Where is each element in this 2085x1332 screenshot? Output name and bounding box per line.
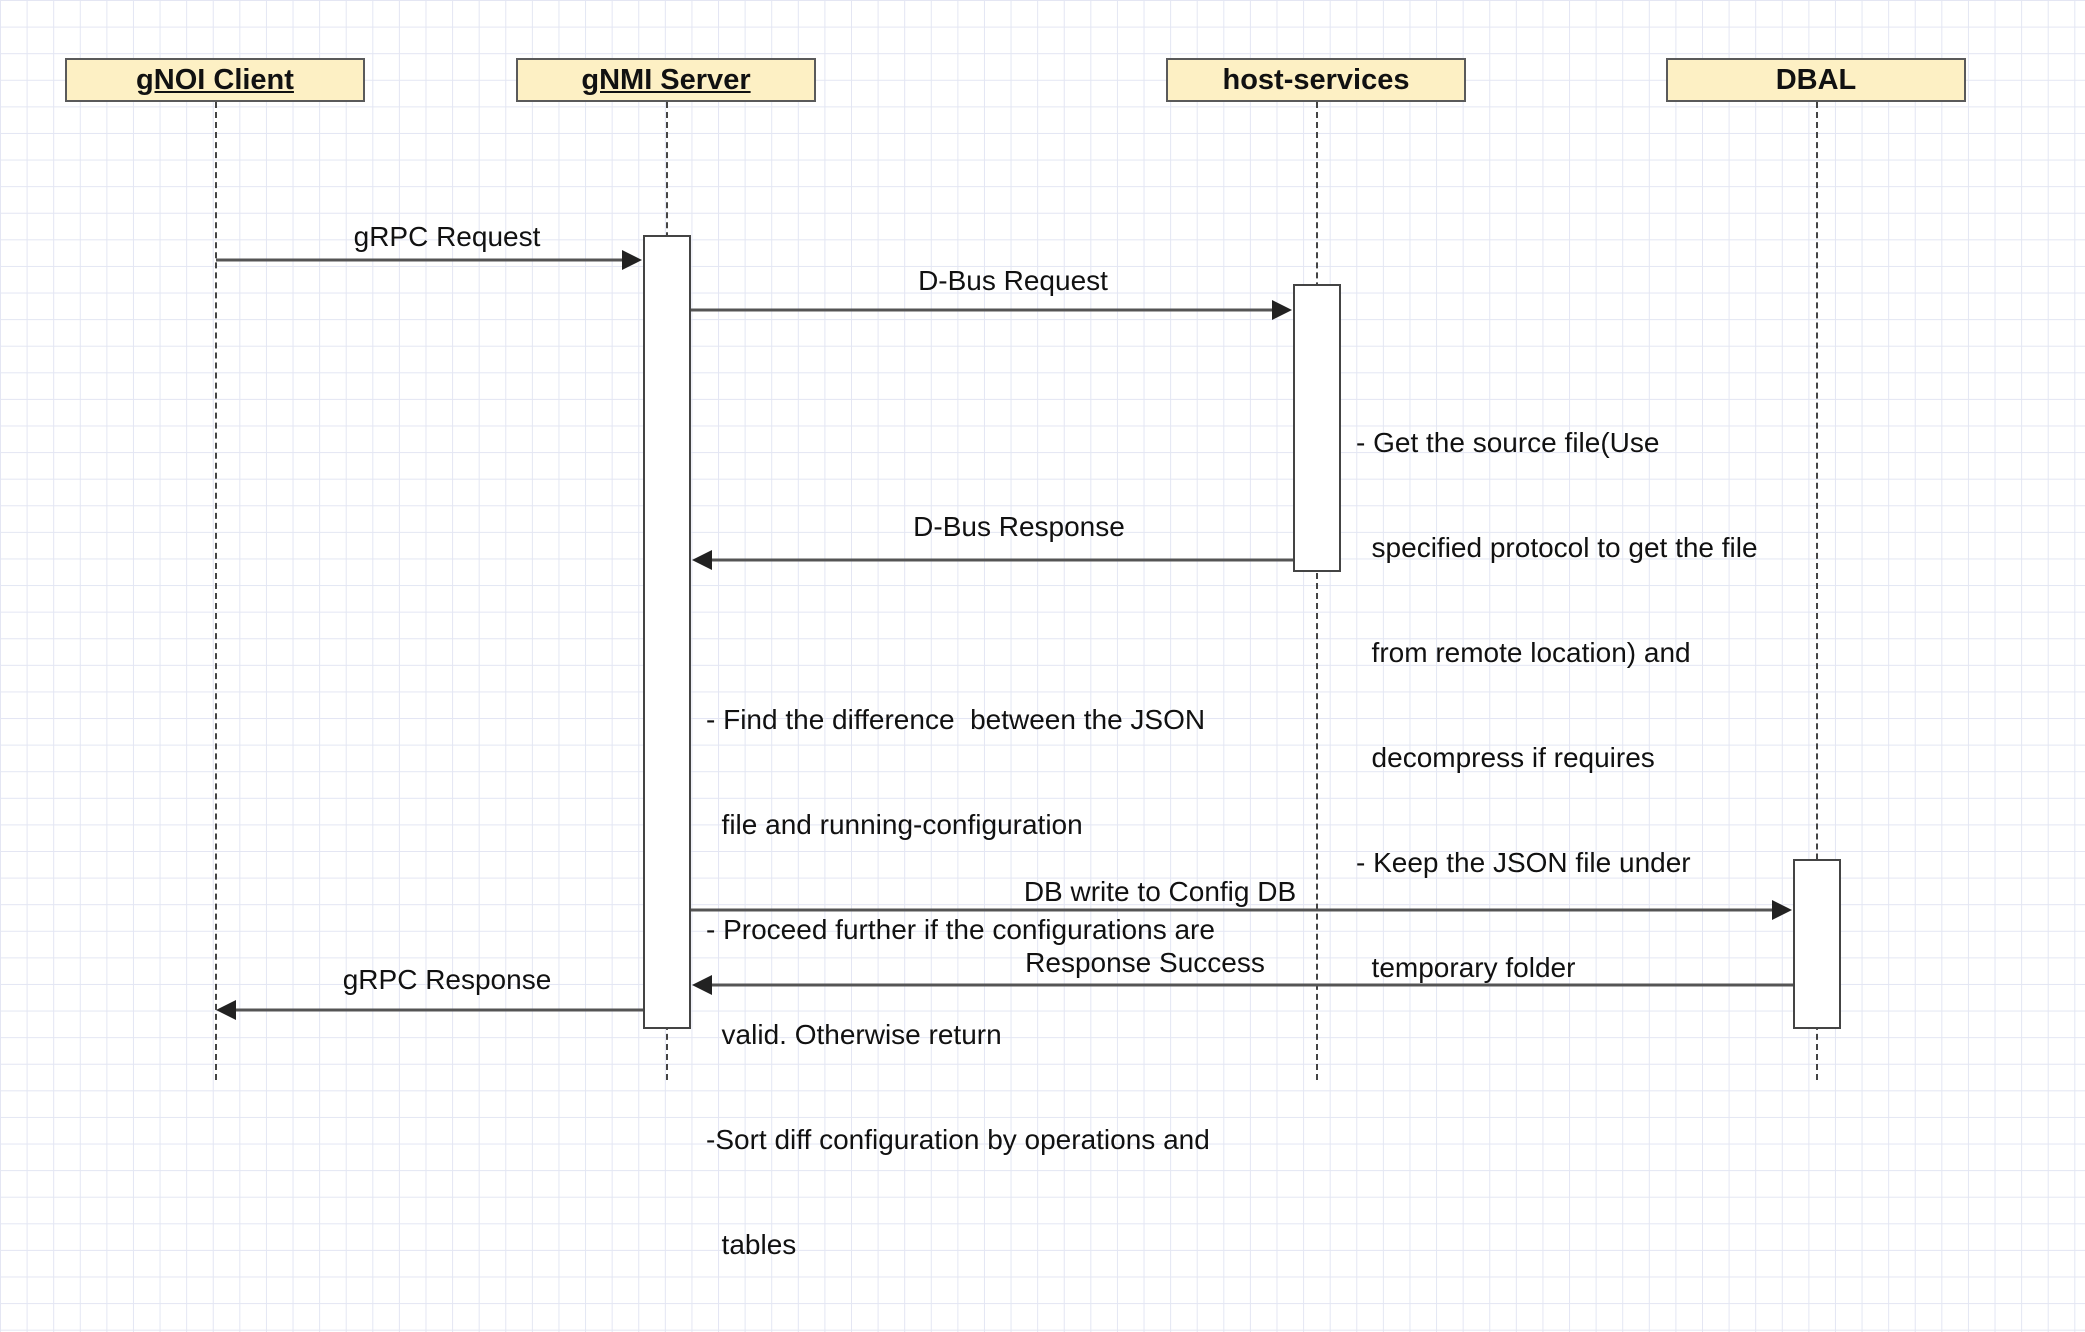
note-line: -Sort diff configuration by operations a… [706,1124,1210,1155]
note-line: valid. Otherwise return [706,1019,1002,1050]
note-line: - Proceed further if the configurations … [706,914,1215,945]
participant-label: host-services [1222,63,1410,96]
participant-label: gNOI Client [136,63,294,96]
lifeline-host-services [1316,102,1318,1080]
note-line: temporary folder [1356,952,1576,983]
participant-label: gNMI Server [581,63,751,96]
activation-host-services [1293,284,1341,572]
note-line: from remote location) and [1356,637,1691,668]
note-gnmi-server: - Find the difference between the JSON f… [706,632,1215,1332]
arrow-grpc-request [216,250,642,270]
message-label-dbus-request: D-Bus Request [918,265,1108,296]
note-line: decompress if requires [1356,742,1655,773]
arrow-db-write [691,900,1792,920]
arrow-response-success [692,975,1793,995]
participant-dbal: DBAL [1666,58,1966,102]
arrow-dbus-response [692,550,1293,570]
message-label-grpc-response: gRPC Response [342,964,552,995]
message-arrows [216,250,1793,1020]
lifeline-dbal [1816,102,1818,1080]
sequence-diagram: gNOI Client gNMI Server host-services DB… [65,58,1966,1260]
participant-gnmi-server: gNMI Server [516,58,816,102]
note-line: - Find the difference between the JSON [706,704,1206,735]
activation-dbal [1793,859,1841,1029]
note-line: - Get the source file(Use [1356,427,1660,458]
activation-gnmi-server [643,235,691,1029]
note-line: - Keep the JSON file under [1356,847,1691,878]
message-label-response-success: Response Success [1025,947,1265,978]
message-label-dbus-response: D-Bus Response [913,511,1125,542]
arrow-grpc-response [216,1000,643,1020]
participant-label: DBAL [1775,63,1857,96]
message-label-grpc-request: gRPC Request [353,221,541,252]
arrow-dbus-request [691,300,1292,320]
note-host-services: - Get the source file(Use specified prot… [1356,355,1758,1055]
lifeline-gnoi-client [215,102,217,1080]
participant-gnoi-client: gNOI Client [65,58,365,102]
note-line: specified protocol to get the file [1356,532,1758,563]
message-label-db-write: DB write to Config DB [1023,876,1297,907]
note-line: tables [706,1229,797,1260]
participant-host-services: host-services [1166,58,1466,102]
note-line: file and running-configuration [706,809,1083,840]
